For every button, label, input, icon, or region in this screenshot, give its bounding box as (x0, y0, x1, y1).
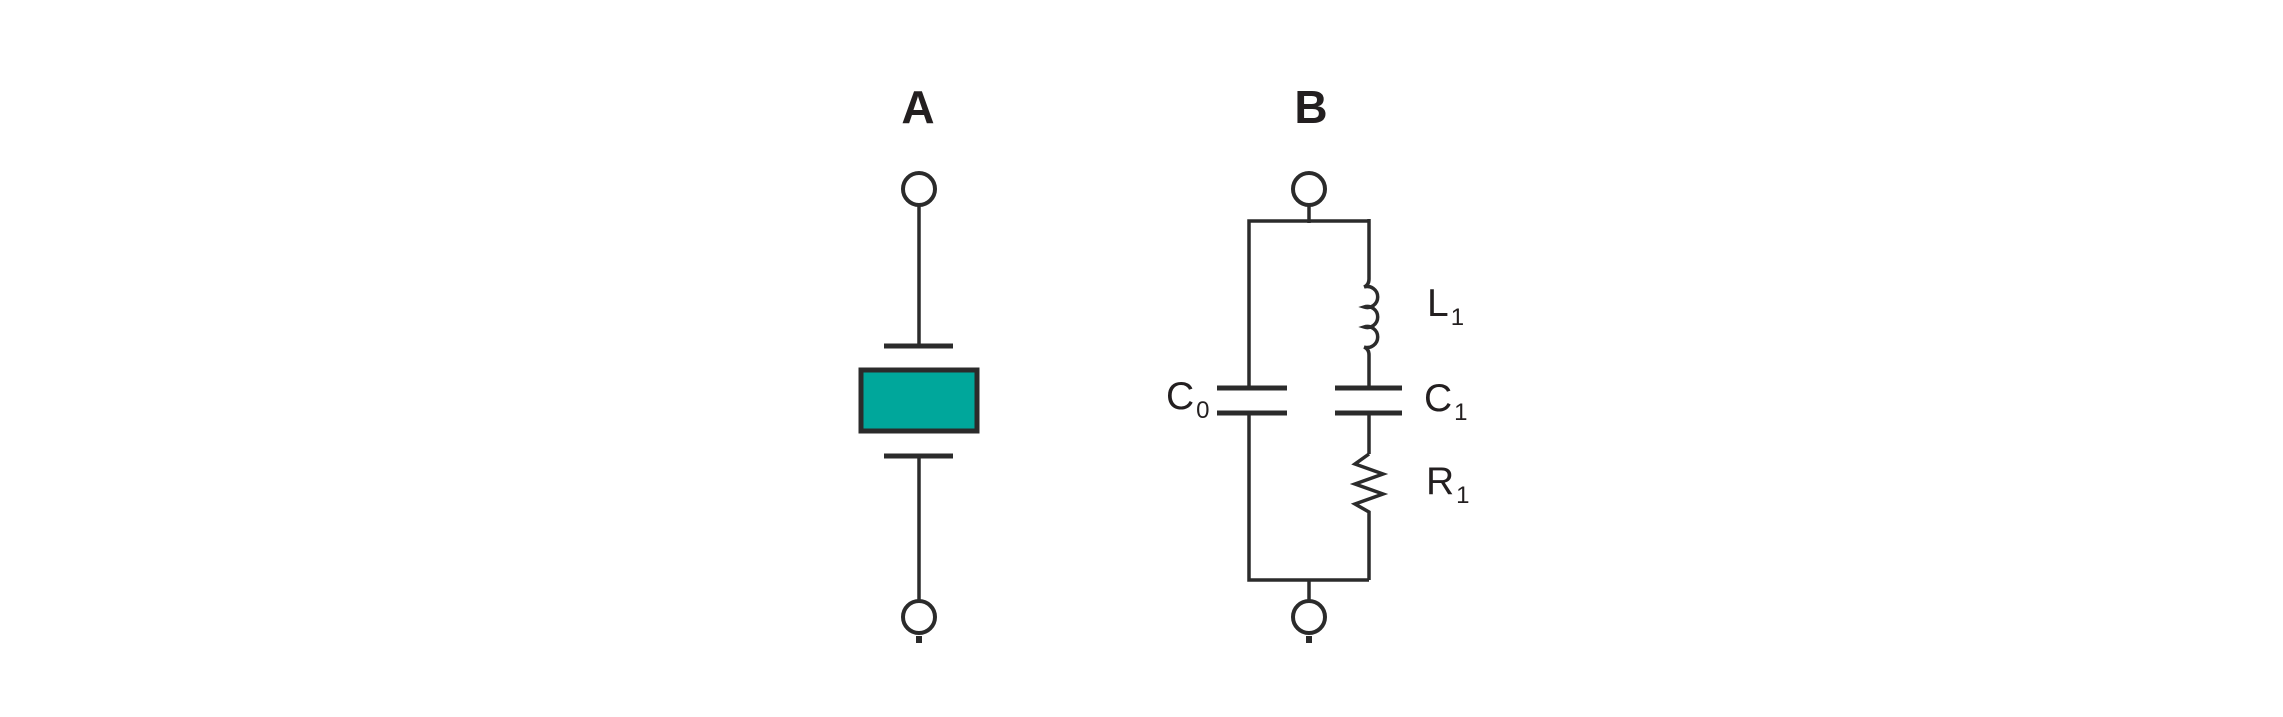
l1-label-subscript: 1 (1450, 304, 1465, 331)
c1-label-subscript: 1 (1454, 399, 1468, 426)
terminal-b-top (1291, 171, 1327, 207)
terminal-a-top (901, 171, 937, 207)
crystal-body (858, 367, 980, 434)
r1-label-base: R (1426, 460, 1455, 503)
c0-label-base: C (1166, 375, 1195, 418)
terminal-b-bottom (1291, 599, 1327, 635)
r1-label: R1 (1426, 460, 1470, 508)
c0-label: C0 (1166, 375, 1210, 423)
l1-label: L1 (1427, 282, 1464, 330)
schematic-strokes (858, 171, 1402, 643)
equivalent-circuit (1217, 171, 1402, 643)
inductor-coil (1358, 278, 1380, 356)
c1-label-base: C (1424, 377, 1453, 420)
top-rail-and-left-wire (1247, 219, 1369, 386)
c1-label: C1 (1424, 377, 1468, 425)
resistor-zigzag (1349, 452, 1389, 580)
panel-b-label: B (1294, 81, 1328, 133)
l1-label-base: L (1427, 282, 1449, 325)
r1-label-subscript: 1 (1456, 482, 1470, 509)
c0-label-subscript: 0 (1196, 397, 1210, 424)
terminal-a-bottom (901, 599, 937, 635)
left-wire-and-bottom-rail (1247, 415, 1369, 582)
crystal-symbol (858, 171, 980, 643)
panel-a-label: A (901, 81, 935, 133)
